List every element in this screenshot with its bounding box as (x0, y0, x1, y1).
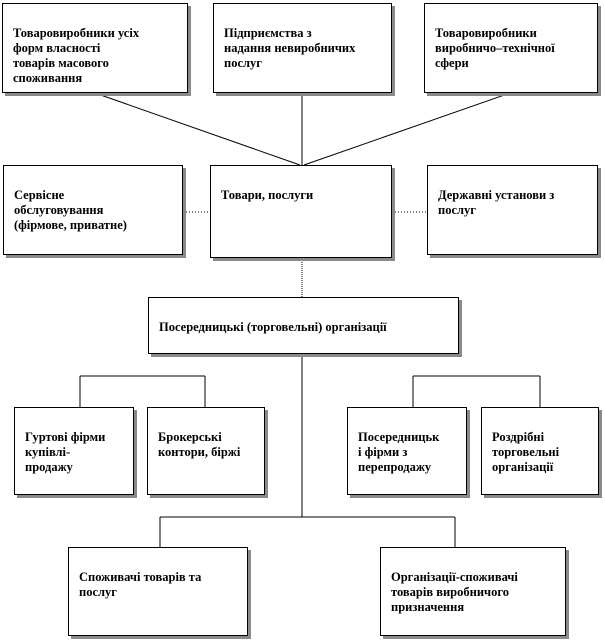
node-organization-consumers: Організації-споживачі товарів виробничог… (380, 547, 566, 636)
node-producers-industrial-label: Товаровиробники виробничо–технічної сфер… (435, 26, 555, 70)
node-producers-consumer-goods: Товаровиробники усіх форм власності това… (2, 3, 188, 93)
node-producers-consumer-goods-label: Товаровиробники усіх форм власності това… (13, 26, 140, 85)
node-resale-firms-label: Посередницьк і фірми з перепродажу (358, 430, 440, 474)
node-producers-industrial: Товаровиробники виробничо–технічної сфер… (424, 3, 598, 93)
node-goods-services: Товари, послуги (210, 165, 392, 258)
node-nonproduction-enterprises: Підприємства з надання невиробничих посл… (213, 3, 392, 93)
node-service-label: Сервісне обслуговування (фірмове, приват… (14, 188, 127, 232)
node-goods-services-label: Товари, послуги (221, 188, 314, 202)
node-state-institutions-label: Державні установи з послуг (438, 188, 555, 217)
node-nonproduction-enterprises-label: Підприємства з надання невиробничих посл… (224, 26, 356, 70)
node-brokerage-label: Брокерські контори, біржі (158, 430, 241, 459)
node-brokerage: Брокерські контори, біржі (147, 407, 265, 495)
node-resale-firms: Посередницьк і фірми з перепродажу (347, 407, 467, 495)
node-intermediary-organizations: Посередницькі (торговельні) організації (148, 297, 459, 354)
node-consumers-label: Споживачі товарів та послуг (79, 570, 202, 599)
node-service: Сервісне обслуговування (фірмове, приват… (3, 165, 183, 255)
node-wholesale-firms-label: Гуртові фірми купівлі- продажу (25, 430, 106, 474)
connector-producers-to-goods (94, 92, 301, 166)
node-state-institutions: Державні установи з послуг (427, 165, 598, 255)
node-consumers: Споживачі товарів та послуг (68, 547, 248, 636)
node-retail-organizations: Роздрібні торговельні організації (481, 407, 599, 495)
node-intermediary-organizations-label: Посередницькі (торговельні) організації (159, 320, 387, 334)
node-retail-organizations-label: Роздрібні торговельні організації (492, 430, 560, 474)
connector-industrial-to-goods (303, 92, 511, 166)
node-organization-consumers-label: Організації-споживачі товарів виробничог… (391, 570, 518, 614)
node-wholesale-firms: Гуртові фірми купівлі- продажу (14, 407, 134, 495)
